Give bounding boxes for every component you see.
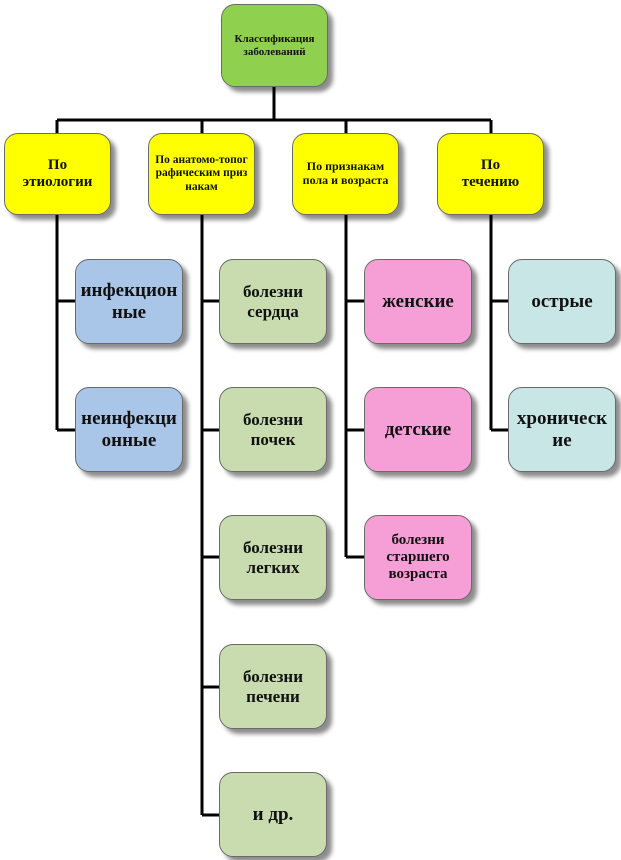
category-sex-age-label: По признакам пола и возраста: [302, 159, 389, 187]
child-chronic-label: хронические: [516, 407, 608, 451]
child-lung-diseases: болезни легких: [219, 515, 327, 600]
root-node: Классификация заболеваний: [221, 4, 328, 87]
child-chronic: хронические: [508, 387, 616, 472]
child-female-label: женские: [382, 290, 454, 312]
category-anatomy-label: По анатомо-топографическим признакам: [155, 154, 248, 193]
child-infectious: инфекционные: [75, 259, 183, 344]
child-noninfectious: неинфекционные: [75, 387, 183, 472]
child-acute: острые: [508, 259, 616, 344]
category-course-label: По течению: [461, 156, 520, 190]
child-elderly-label: болезни старшего возраста: [386, 531, 450, 583]
child-others: и др.: [219, 772, 327, 857]
child-infectious-label: инфекционные: [80, 279, 178, 323]
child-female: женские: [364, 259, 472, 344]
child-lung-diseases-label: болезни легких: [242, 537, 304, 577]
child-heart-diseases: болезни сердца: [219, 259, 327, 344]
child-liver-diseases: болезни печени: [219, 644, 327, 729]
category-course: По течению: [437, 133, 544, 215]
child-kidney-diseases: болезни почек: [219, 387, 327, 472]
child-heart-diseases-label: болезни сердца: [242, 281, 304, 321]
child-acute-label: острые: [531, 290, 593, 312]
category-anatomy: По анатомо-топографическим признакам: [148, 133, 255, 215]
child-liver-diseases-label: болезни печени: [242, 666, 304, 706]
child-children: детские: [364, 387, 472, 472]
category-etiology-label: По этиологии: [22, 156, 93, 190]
child-kidney-diseases-label: болезни почек: [242, 409, 304, 449]
child-elderly: болезни старшего возраста: [364, 515, 472, 600]
child-others-label: и др.: [252, 803, 294, 825]
category-sex-age: По признакам пола и возраста: [292, 133, 399, 215]
child-noninfectious-label: неинфекционные: [81, 407, 177, 451]
root-label: Классификация заболеваний: [234, 32, 315, 58]
category-etiology: По этиологии: [4, 133, 111, 215]
child-children-label: детские: [384, 418, 452, 440]
